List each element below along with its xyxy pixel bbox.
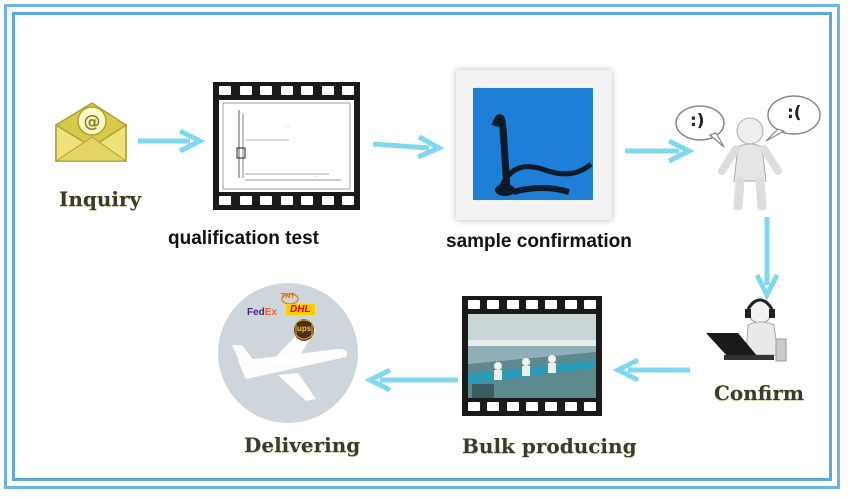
outer-frame bbox=[4, 4, 840, 489]
inner-frame bbox=[12, 12, 832, 481]
customer-service-icon bbox=[698, 295, 808, 367]
step-label-bulk: Bulk producing bbox=[462, 434, 637, 458]
step-label-qualification: qualification test bbox=[168, 228, 319, 249]
dhl-logo: DHL bbox=[286, 304, 315, 315]
happy-bubble-text: :) bbox=[690, 111, 705, 131]
email-envelope-icon: @ bbox=[52, 95, 130, 175]
fedex-logo-fed: Fed bbox=[247, 307, 265, 318]
flow-arrow bbox=[364, 367, 460, 393]
factory-photo bbox=[468, 314, 596, 398]
drawing-image: · · · bbox=[219, 100, 354, 192]
step-label-confirm: Confirm bbox=[714, 381, 805, 405]
step-label-sample: sample confirmation bbox=[446, 231, 632, 252]
svg-text:@: @ bbox=[84, 112, 101, 132]
antenna-photo bbox=[473, 88, 593, 200]
flow-arrow bbox=[371, 133, 445, 159]
sad-bubble-text: :( bbox=[787, 103, 802, 123]
flow-arrow bbox=[623, 138, 695, 164]
thinking-person-icon bbox=[670, 85, 830, 210]
flow-arrow bbox=[136, 128, 206, 154]
svg-text:·: · bbox=[315, 174, 316, 179]
step-label-inquiry: Inquiry bbox=[59, 187, 142, 211]
svg-text:· ·: · · bbox=[285, 124, 289, 129]
step-label-delivering: Delivering bbox=[244, 433, 361, 457]
qualification-film-frame: · · · bbox=[213, 82, 360, 210]
fedex-logo: FedEx bbox=[247, 307, 277, 318]
sample-photo-frame bbox=[456, 70, 612, 220]
tnt-logo: TNT bbox=[281, 293, 295, 300]
fedex-logo-ex: Ex bbox=[264, 307, 278, 318]
flow-arrow bbox=[754, 215, 780, 301]
bulk-film-frame bbox=[462, 296, 602, 416]
ups-logo: ups bbox=[297, 324, 312, 333]
flow-arrow bbox=[612, 357, 692, 383]
